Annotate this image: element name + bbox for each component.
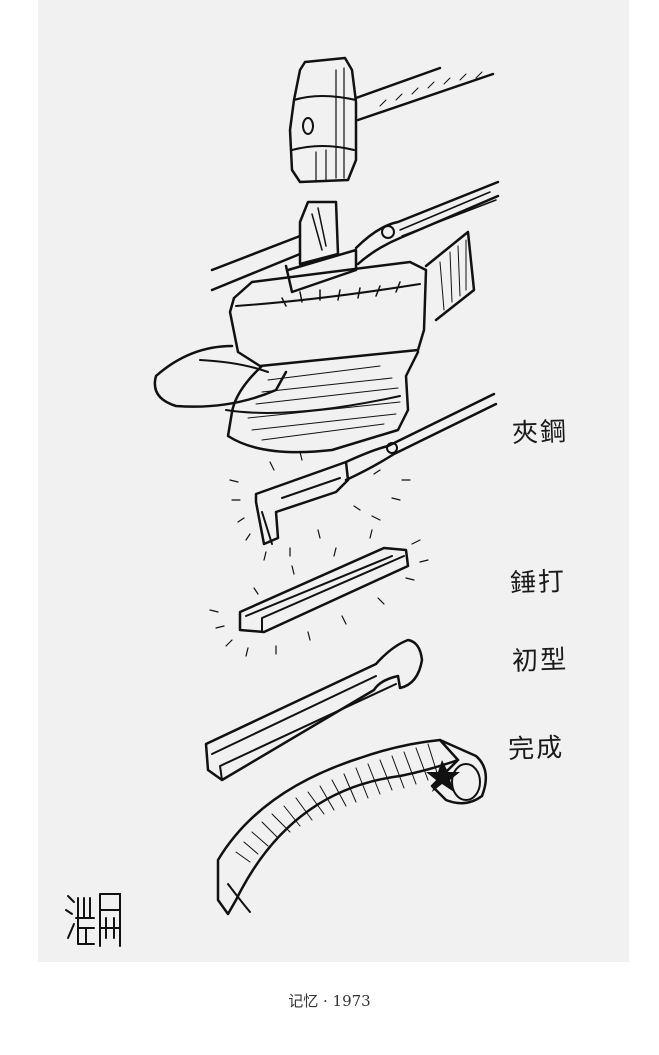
second-tongs bbox=[229, 392, 498, 561]
anvil bbox=[153, 230, 476, 454]
hammer bbox=[288, 56, 495, 184]
illustration bbox=[153, 56, 500, 916]
label-clamp-steel: 夾鋼 bbox=[511, 417, 569, 449]
label-hammering: 錘打 bbox=[509, 567, 567, 599]
artist-seal bbox=[65, 893, 121, 947]
label-finished: 完成 bbox=[507, 733, 565, 765]
label-initial-shape: 初型 bbox=[511, 645, 569, 677]
finished-sickle bbox=[216, 738, 488, 916]
top-tongs bbox=[210, 180, 500, 294]
initial-shape bbox=[204, 638, 424, 782]
caption: 记忆 · 1973 bbox=[288, 992, 371, 1010]
hammered-blank bbox=[209, 529, 429, 657]
